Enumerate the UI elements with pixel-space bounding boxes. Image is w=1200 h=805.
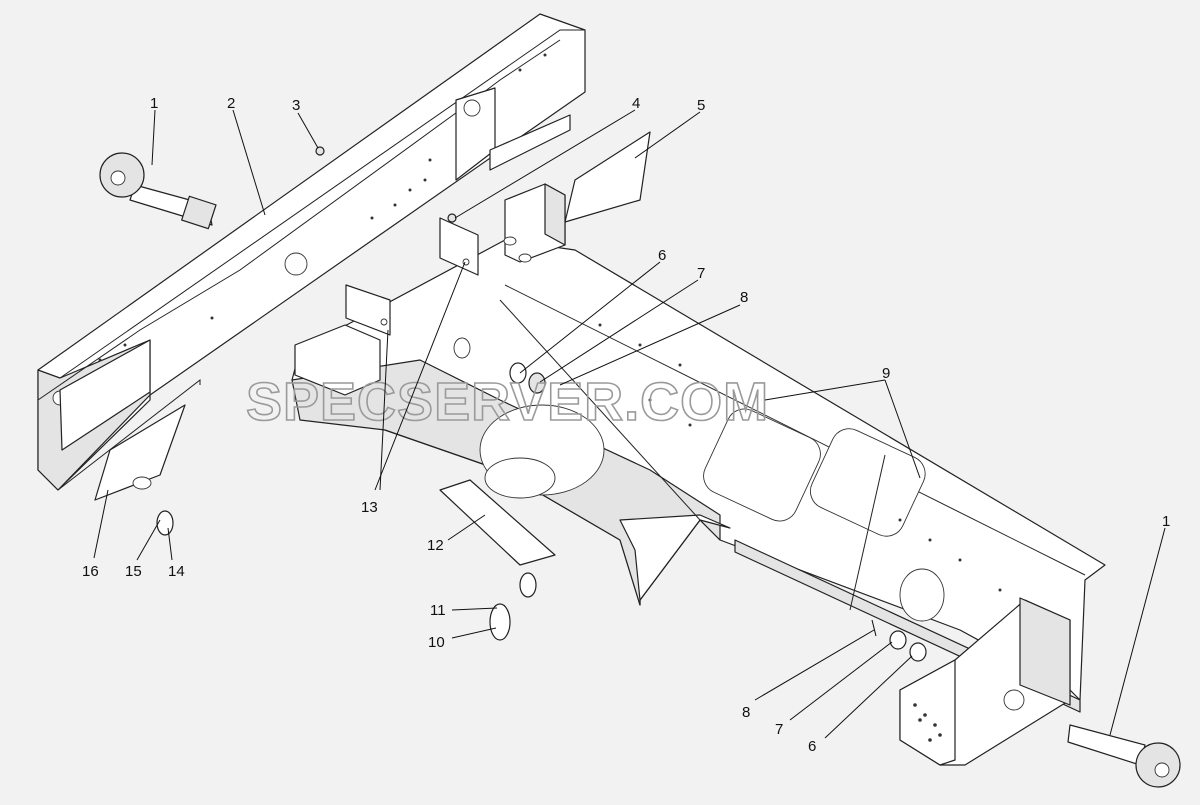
tow-hook-lower: [1067, 724, 1181, 788]
callout-15: 15: [125, 563, 142, 580]
plate-5: [564, 131, 651, 223]
rear-cross-member: [899, 597, 1071, 766]
leader-lines: [93, 109, 1166, 739]
small-fasteners: [156, 146, 927, 662]
callout-2: 2: [227, 95, 235, 112]
callout-1-lower: 1: [1162, 513, 1170, 530]
callout-4: 4: [632, 95, 640, 112]
callout-6-lower: 6: [808, 738, 816, 755]
side-member-beam: [37, 13, 586, 491]
plate-12: [439, 479, 556, 566]
callout-8-upper: 8: [740, 289, 748, 306]
callout-7-upper: 7: [697, 265, 705, 282]
callout-13: 13: [361, 499, 378, 516]
callout-3: 3: [292, 97, 300, 114]
callout-16: 16: [82, 563, 99, 580]
callout-10: 10: [428, 634, 445, 651]
callout-1-upper: 1: [150, 95, 158, 112]
watermark-text: SPECSERVER.COM: [246, 372, 769, 432]
tow-hook-upper: [99, 152, 217, 230]
callout-11: 11: [430, 602, 446, 619]
callout-5: 5: [697, 97, 705, 114]
callout-14: 14: [168, 563, 185, 580]
callout-7-lower: 7: [775, 721, 783, 738]
callout-labels: 1 2 3 4 5 6 7 8 9 10 11 12 13 14 15 16 1…: [82, 95, 1170, 755]
callout-6-upper: 6: [658, 247, 666, 264]
cover-plate-16: [94, 404, 186, 501]
callout-9: 9: [882, 365, 890, 382]
callout-8-lower: 8: [742, 704, 750, 721]
bracket-cluster: [294, 183, 566, 396]
callout-12: 12: [427, 537, 444, 554]
